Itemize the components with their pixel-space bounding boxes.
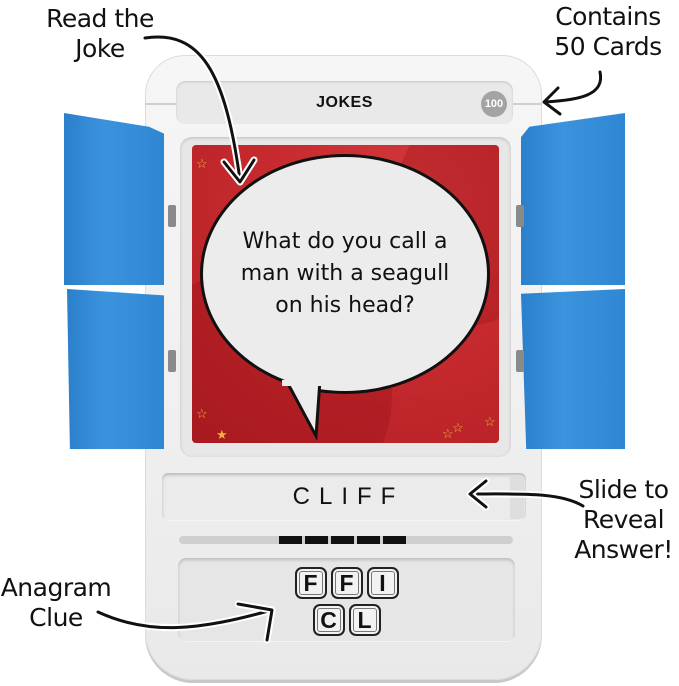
right-upper-hinge	[516, 205, 524, 227]
left-upper-door[interactable]	[64, 113, 164, 285]
annotation-read-joke-text: Read the Joke	[46, 4, 154, 63]
anagram-tile: L	[348, 604, 381, 636]
annotation-contains-cards-text: Contains 50 Cards	[554, 2, 662, 61]
anagram-tile: F	[330, 567, 363, 599]
speech-bubble-tail	[282, 380, 326, 440]
slider-handle[interactable]	[510, 475, 524, 519]
annotation-anagram-clue: Anagram Clue	[0, 573, 112, 633]
left-lower-hinge	[168, 350, 176, 372]
letter-slot	[305, 536, 328, 544]
star-icon: ★	[216, 427, 228, 442]
category-title-bar: JOKES 100	[176, 81, 513, 125]
letter-slot	[383, 536, 406, 544]
answer-length-indicator	[179, 536, 513, 544]
anagram-tile: I	[366, 567, 399, 599]
star-icon: ☆	[196, 406, 208, 421]
annotation-anagram-clue-text: Anagram Clue	[0, 573, 112, 632]
card-number-badge: 100	[481, 91, 507, 117]
left-upper-hinge	[168, 205, 176, 227]
speech-bubble: What do you call a man with a seagull on…	[200, 154, 490, 394]
right-lower-hinge	[516, 350, 524, 372]
category-title: JOKES	[316, 94, 373, 111]
anagram-clue-box: F F I C L	[178, 558, 515, 642]
annotation-slide-reveal-text: Slide to Reveal Answer!	[574, 475, 673, 564]
right-lower-door[interactable]	[521, 289, 625, 449]
star-icon: ☆	[484, 414, 496, 429]
letter-slot	[279, 536, 302, 544]
joke-text: What do you call a man with a seagull on…	[240, 229, 450, 318]
star-icon: ☆	[452, 420, 464, 435]
annotation-read-joke: Read the Joke	[40, 4, 160, 64]
answer-slider[interactable]: CLIFF	[162, 473, 526, 521]
anagram-tile: C	[312, 604, 345, 636]
star-icon: ☆	[196, 156, 208, 171]
answer-text: CLIFF	[292, 483, 405, 510]
annotation-contains-cards: Contains 50 Cards	[548, 2, 668, 62]
letter-slot	[331, 536, 354, 544]
star-icon: ☆	[442, 426, 454, 441]
arrow-contains-cards	[543, 70, 603, 104]
left-lower-door[interactable]	[67, 289, 164, 449]
letter-slot	[357, 536, 380, 544]
right-upper-door[interactable]	[521, 113, 625, 285]
annotation-slide-reveal: Slide to Reveal Answer!	[566, 475, 679, 565]
anagram-tile: F	[294, 567, 327, 599]
